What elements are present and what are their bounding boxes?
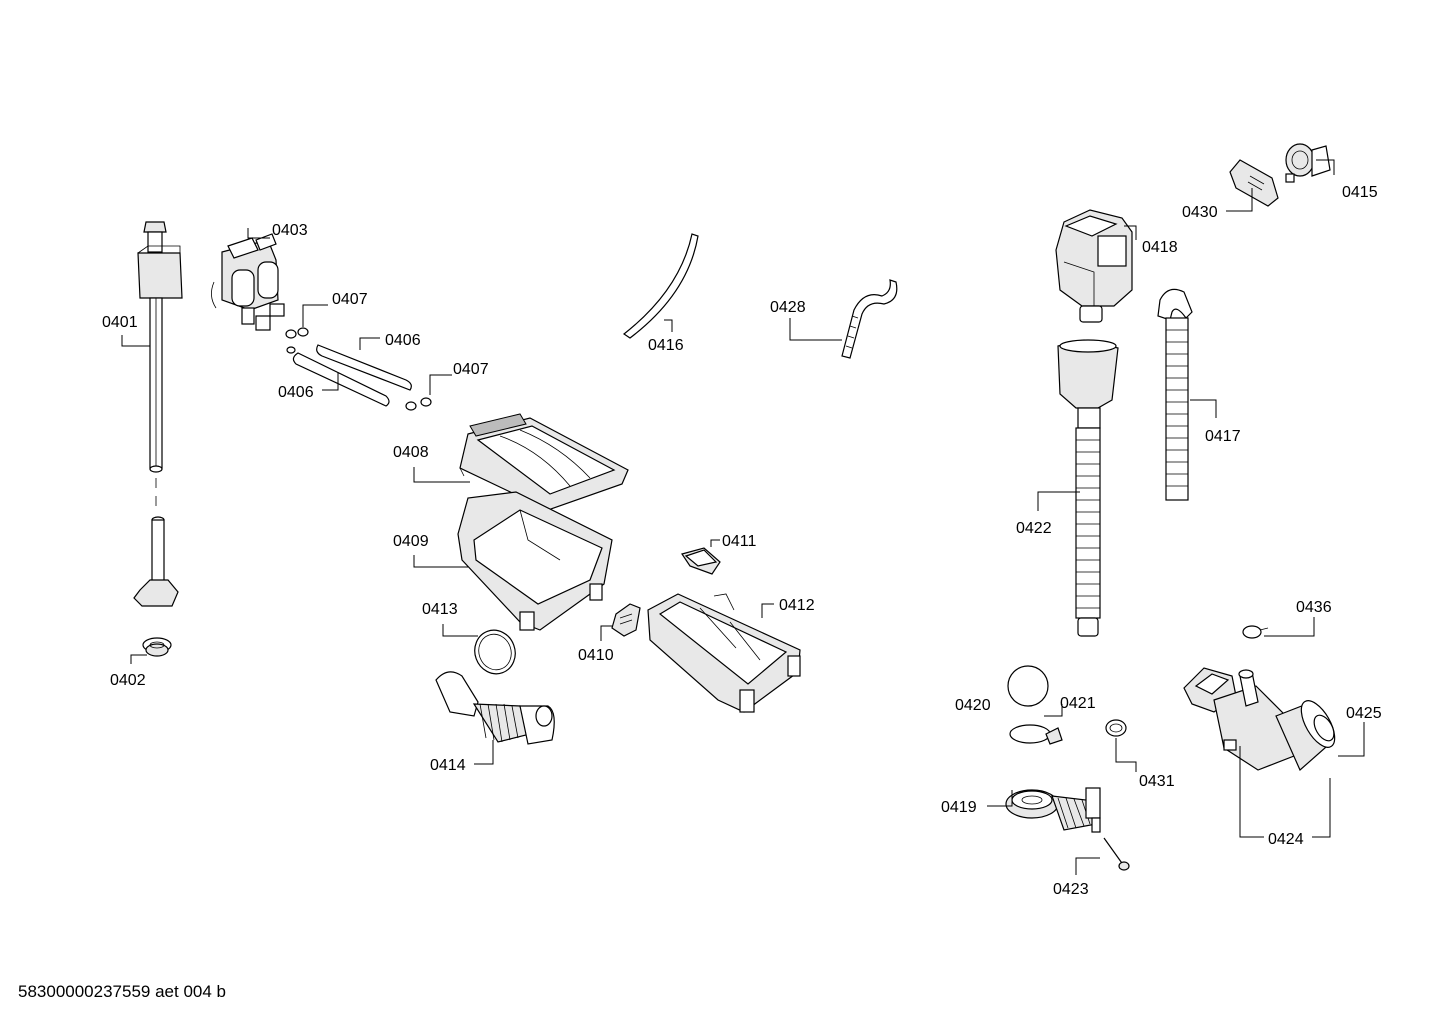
leader-0417 (1190, 399, 1217, 418)
part-0414-bellows-hose (435, 671, 555, 745)
label-0420: 0420 (955, 697, 991, 714)
leader-0422 (1037, 491, 1080, 511)
leader-0408 (413, 467, 470, 483)
leader-0431 (1115, 738, 1137, 772)
part-0436-clamp (1242, 625, 1269, 639)
label-0421: 0421 (1060, 695, 1096, 712)
leader-0403 (247, 228, 270, 239)
leader-0407-upper (302, 304, 328, 327)
leader-0401 (121, 335, 150, 347)
leader-0416 (664, 319, 673, 332)
label-0424: 0424 (1268, 831, 1304, 848)
label-0401: 0401 (102, 314, 138, 331)
label-0407-lower: 0407 (453, 361, 489, 378)
part-0416-tube (622, 233, 699, 339)
leader-0414 (474, 740, 494, 765)
label-0430: 0430 (1182, 204, 1218, 221)
leader-0430 (1226, 188, 1253, 212)
label-0409: 0409 (393, 533, 429, 550)
part-0419-sump-hose (1005, 787, 1101, 833)
part-0407-clips-upper (285, 327, 309, 354)
label-0410: 0410 (578, 647, 614, 664)
label-0416: 0416 (648, 337, 684, 354)
label-0436: 0436 (1296, 599, 1332, 616)
part-0415-pressure-switch (1285, 143, 1331, 183)
leader-0423 (1075, 857, 1100, 875)
leader-0412 (761, 603, 774, 618)
part-0406-hoses (292, 344, 412, 407)
part-0418-chamber (1055, 209, 1133, 323)
label-0414: 0414 (430, 757, 466, 774)
leader-0406-lower (322, 372, 339, 391)
label-0422: 0422 (1016, 520, 1052, 537)
leader-0402 (130, 654, 147, 664)
leader-0425 (1338, 722, 1365, 757)
part-0430-bracket (1229, 159, 1279, 207)
part-0428-hose (841, 279, 898, 359)
part-0413-seal-ring (474, 629, 516, 675)
leader-0428 (789, 318, 842, 341)
part-0412-detergent-drawer (647, 593, 801, 713)
leader-0410 (600, 625, 612, 641)
part-0401-inlet-hose (133, 221, 183, 607)
leader-0413 (442, 624, 478, 637)
label-0417: 0417 (1205, 428, 1241, 445)
part-0422-funnel-pipe (1057, 339, 1119, 637)
part-0423-pin (1103, 837, 1130, 871)
part-0421-hose-clamp (1009, 724, 1063, 745)
label-0431: 0431 (1139, 773, 1175, 790)
leader-0421 (1044, 704, 1063, 717)
part-0407-clips-lower (405, 397, 432, 411)
leader-0419 (987, 790, 1013, 807)
leader-0415 (1316, 159, 1335, 175)
part-0425-drain-pump (1183, 667, 1336, 771)
label-0428: 0428 (770, 299, 806, 316)
leader-0424 (1239, 746, 1331, 838)
part-0402-filter (142, 637, 172, 657)
part-0411 (681, 547, 721, 575)
part-0409-dispenser-housing (457, 491, 613, 631)
label-0408: 0408 (393, 444, 429, 461)
part-0403-water-valve (211, 233, 285, 331)
leader-0406-upper (359, 337, 380, 350)
leader-0418 (1124, 225, 1137, 240)
leader-0436 (1264, 617, 1315, 637)
part-0420-ring (1007, 665, 1049, 707)
label-0406-lower: 0406 (278, 384, 314, 401)
label-0418: 0418 (1142, 239, 1178, 256)
leader-0407-lower (429, 374, 452, 395)
leader-0411 (710, 539, 720, 547)
part-0410 (611, 603, 641, 637)
part-0431-clamp (1105, 719, 1127, 737)
label-0419: 0419 (941, 799, 977, 816)
label-0402: 0402 (110, 672, 146, 689)
label-0425: 0425 (1346, 705, 1382, 722)
label-0406-upper: 0406 (385, 332, 421, 349)
label-0412: 0412 (779, 597, 815, 614)
document-code: 58300000237559 aet 004 b (18, 982, 226, 1001)
label-0407-upper: 0407 (332, 291, 368, 308)
label-0411: 0411 (722, 533, 757, 550)
part-0417-drain-hose (1157, 288, 1193, 501)
label-0413: 0413 (422, 601, 458, 618)
part-0408-dispenser-top (459, 413, 629, 519)
label-0423: 0423 (1053, 881, 1089, 898)
label-0403: 0403 (272, 222, 308, 239)
label-0415: 0415 (1342, 184, 1378, 201)
leader-0409 (413, 555, 468, 568)
